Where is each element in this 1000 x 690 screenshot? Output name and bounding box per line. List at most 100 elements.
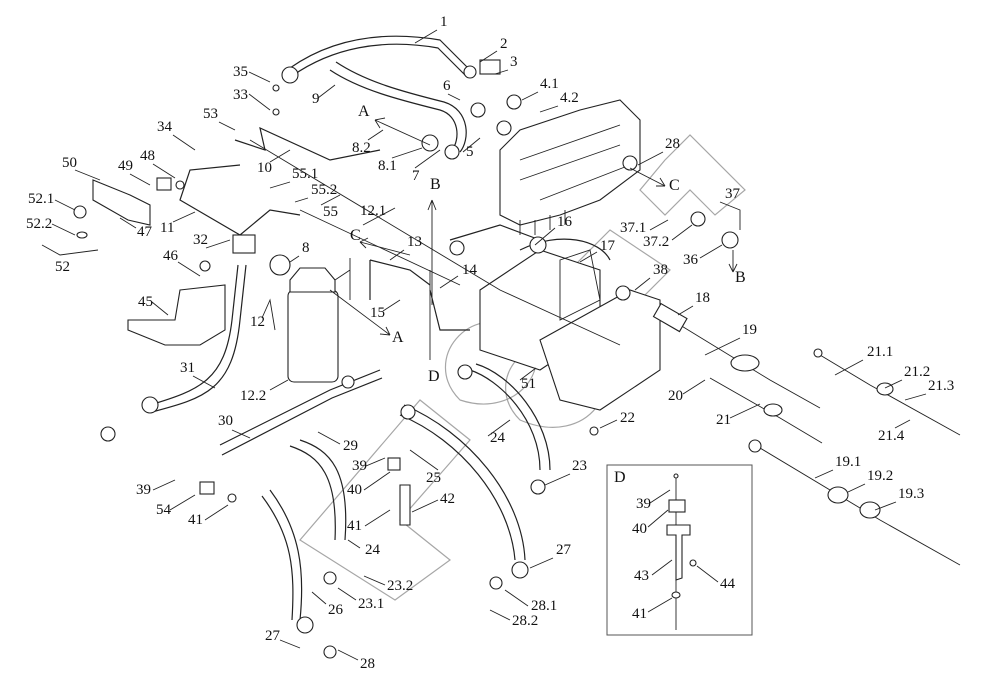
- part-label-l52-2: 52.2: [26, 216, 52, 232]
- part-label-l53: 53: [203, 106, 218, 122]
- part-label-l31: 31: [180, 360, 195, 376]
- part-label-l21: 21: [716, 412, 731, 428]
- arrow-marker-mD: D: [428, 368, 440, 385]
- part-label-l12-1: 12.1: [360, 203, 386, 219]
- part-label-l22: 22: [620, 410, 635, 426]
- part-label-l14: 14: [462, 262, 478, 278]
- part-label-l28: 28: [665, 136, 680, 152]
- detail-label-d41: 41: [632, 606, 647, 622]
- part-label-l39b: 39: [352, 458, 367, 474]
- part-label-l48: 48: [140, 148, 155, 164]
- part-label-l49: 49: [118, 158, 133, 174]
- part-label-l32: 32: [193, 232, 208, 248]
- hose-29: [299, 439, 347, 541]
- part-label-l27b: 27: [265, 628, 281, 644]
- pipe-13: [369, 259, 431, 300]
- part-labels: 1234.14.256788.18.2910111212.112.2131415…: [26, 14, 954, 672]
- part-label-l35: 35: [233, 64, 248, 80]
- part-label-l4-1: 4.1: [540, 76, 559, 92]
- hose-9-inner: [335, 61, 467, 153]
- part-label-l52: 52: [55, 259, 70, 275]
- part-label-l37-1: 37.1: [620, 220, 646, 236]
- part-label-l1: 1: [440, 14, 448, 30]
- part-label-l52-1: 52.1: [28, 191, 54, 207]
- part-label-l27: 27: [556, 542, 572, 558]
- part-label-l2: 2: [500, 36, 508, 52]
- direction-arrows: [329, 117, 738, 360]
- detail-label-d39: 39: [636, 496, 651, 512]
- hose-1-inner: [291, 43, 467, 77]
- hose-29-inner: [289, 445, 336, 541]
- leader-lines: [41, 29, 927, 661]
- arrow-marker-mB1: B: [430, 176, 441, 193]
- part-label-l23-2: 23.2: [387, 578, 413, 594]
- detail-label-d44: 44: [720, 576, 736, 592]
- cable-assemblies: [652, 302, 961, 566]
- part-label-l28-1: 28.1: [531, 598, 557, 614]
- part-label-l47: 47: [137, 224, 153, 240]
- part-label-l19-3: 19.3: [898, 486, 924, 502]
- part-label-l16: 16: [557, 214, 573, 230]
- filter-canister: [287, 258, 351, 383]
- arrow-marker-mA2: A: [392, 329, 404, 346]
- control-valve-block: [499, 99, 641, 235]
- part-label-l24: 24: [490, 430, 506, 446]
- part-label-l23-1: 23.1: [358, 596, 384, 612]
- part-label-l3: 3: [510, 54, 518, 70]
- part-label-l10: 10: [257, 160, 272, 176]
- part-label-l45: 45: [138, 294, 153, 310]
- pipe-11: [179, 164, 301, 236]
- part-label-l55-1: 55.1: [292, 166, 318, 182]
- bracket-plate: [479, 249, 661, 411]
- part-label-l38: 38: [653, 262, 668, 278]
- part-label-l12-2: 12.2: [240, 388, 266, 404]
- pipe-30: [219, 369, 381, 446]
- part-label-l18: 18: [695, 290, 710, 306]
- hose-24: [469, 369, 541, 471]
- part-label-l51: 51: [521, 376, 536, 392]
- hose-26-inner: [261, 495, 294, 621]
- fittings: [73, 59, 739, 659]
- hose-25: [399, 414, 516, 561]
- part-label-l39: 39: [136, 482, 151, 498]
- part-label-l17: 17: [600, 238, 616, 254]
- part-label-l8-1: 8.1: [378, 158, 397, 174]
- detail-box-title: D: [614, 469, 626, 486]
- part-label-l37: 37: [725, 186, 741, 202]
- part-label-l11: 11: [160, 220, 174, 236]
- part-label-l8-2: 8.2: [352, 140, 371, 156]
- hose-group: [149, 35, 611, 621]
- part-label-l7: 7: [412, 168, 420, 184]
- part-label-l29: 29: [343, 438, 358, 454]
- hose-31: [149, 264, 239, 406]
- detail-label-d40: 40: [632, 521, 647, 537]
- arrow-marker-mC1: C: [350, 227, 361, 244]
- part-label-l26: 26: [328, 602, 344, 618]
- part-label-l19-2: 19.2: [867, 468, 893, 484]
- part-label-l28-2: 28.2: [512, 613, 538, 629]
- part-label-l19: 19: [742, 322, 757, 338]
- part-label-l55-2: 55.2: [311, 182, 337, 198]
- part-label-l21-1: 21.1: [867, 344, 893, 360]
- part-label-l30: 30: [218, 413, 233, 429]
- part-label-l8: 8: [302, 240, 310, 256]
- part-label-l12: 12: [250, 314, 265, 330]
- arrow-marker-mC2: C: [669, 177, 680, 194]
- pipe-30-inner: [221, 377, 383, 456]
- part-label-l24b: 24: [365, 542, 381, 558]
- part-label-l36: 36: [683, 252, 699, 268]
- hose-16: [449, 224, 541, 241]
- bracket-50: [92, 177, 172, 226]
- part-label-l20: 20: [668, 388, 683, 404]
- part-label-l21-2: 21.2: [904, 364, 930, 380]
- part-label-l15: 15: [370, 305, 385, 321]
- part-label-l21-3: 21.3: [928, 378, 954, 394]
- hose-24-inner: [475, 363, 551, 471]
- hose-31-inner: [151, 264, 247, 413]
- part-label-l19-1: 19.1: [835, 454, 861, 470]
- part-label-l13: 13: [407, 234, 422, 250]
- part-label-l5: 5: [466, 144, 474, 160]
- part-label-l33: 33: [233, 87, 248, 103]
